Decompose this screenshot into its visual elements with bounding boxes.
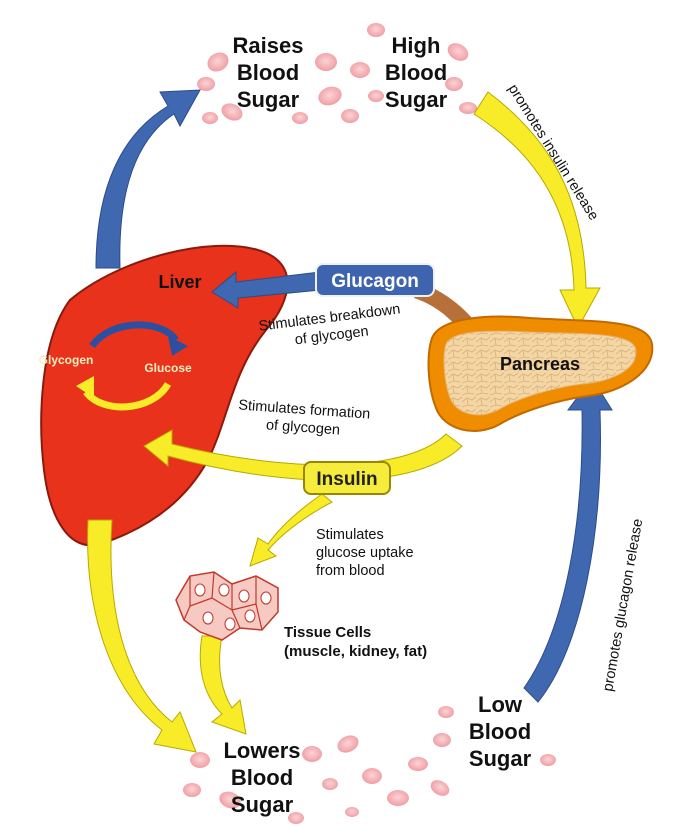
- tissue-cells-cluster: [175, 571, 279, 641]
- pancreas-organ: [427, 315, 654, 432]
- high-blood-sugar-label: High Blood Sugar: [385, 33, 448, 112]
- arrow-tissue-to-lower: [199, 635, 247, 735]
- pancreas-label: Pancreas: [500, 354, 580, 374]
- glucagon-label-box: Glucagon: [315, 263, 435, 297]
- arrow-low-to-pancreas: [523, 377, 613, 703]
- low-line-2: Blood: [469, 719, 531, 744]
- low-line-3: Sugar: [469, 746, 532, 771]
- raises-line-1: Raises: [233, 33, 304, 58]
- glucose-to-glycogen-arrow: [76, 376, 172, 411]
- blood-cells-top: [197, 23, 477, 124]
- insulin-label: Insulin: [316, 469, 377, 490]
- arrow-insulin-to-tissue: [249, 493, 333, 567]
- lowers-line-3: Sugar: [231, 792, 294, 817]
- stimulates-uptake-label: Stimulates glucose uptake from blood: [316, 527, 414, 579]
- glucagon-label: Glucagon: [331, 271, 419, 292]
- low-blood-sugar-label: Low Blood Sugar: [469, 692, 532, 771]
- liver-label: Liver: [158, 272, 201, 292]
- uptake-line-1: Stimulates: [316, 527, 384, 543]
- tissue-line-2: (muscle, kidney, fat): [284, 643, 427, 660]
- glucose-label: Glucose: [144, 361, 192, 375]
- glycogen-to-glucose-arrow: [89, 321, 188, 356]
- promotes-glucagon-release-label: promotes glucagon release: [600, 518, 646, 693]
- insulin-label-box: Insulin: [303, 461, 391, 495]
- high-line-3: Sugar: [385, 87, 448, 112]
- arrow-glucagon-to-liver: [211, 270, 321, 309]
- lowers-line-2: Blood: [231, 765, 293, 790]
- formation-line-1: Stimulates formation: [238, 397, 371, 422]
- glycogen-label: Glycogen: [39, 353, 94, 367]
- lowers-blood-sugar-label: Lowers Blood Sugar: [223, 738, 300, 817]
- high-line-1: High: [392, 33, 441, 58]
- high-line-2: Blood: [385, 60, 447, 85]
- uptake-line-2: glucose uptake: [316, 545, 414, 561]
- tissue-line-1: Tissue Cells: [284, 624, 371, 641]
- raises-blood-sugar-label: Raises Blood Sugar: [233, 33, 304, 112]
- arrow-liver-to-lower: [87, 519, 197, 753]
- raises-line-3: Sugar: [237, 87, 300, 112]
- tissue-cells-label: Tissue Cells (muscle, kidney, fat): [284, 624, 427, 660]
- formation-line-2: of glycogen: [265, 417, 340, 438]
- blood-cells-bottom: [183, 706, 556, 824]
- lowers-line-1: Lowers: [223, 738, 300, 763]
- raises-line-2: Blood: [237, 60, 299, 85]
- promotes-insulin-release-label: promotes insulin release: [505, 82, 602, 224]
- low-line-1: Low: [478, 692, 523, 717]
- uptake-line-3: from blood: [316, 563, 385, 579]
- arrow-liver-to-raise: [95, 89, 201, 269]
- stimulates-formation-label: Stimulates formation of glycogen: [238, 397, 371, 438]
